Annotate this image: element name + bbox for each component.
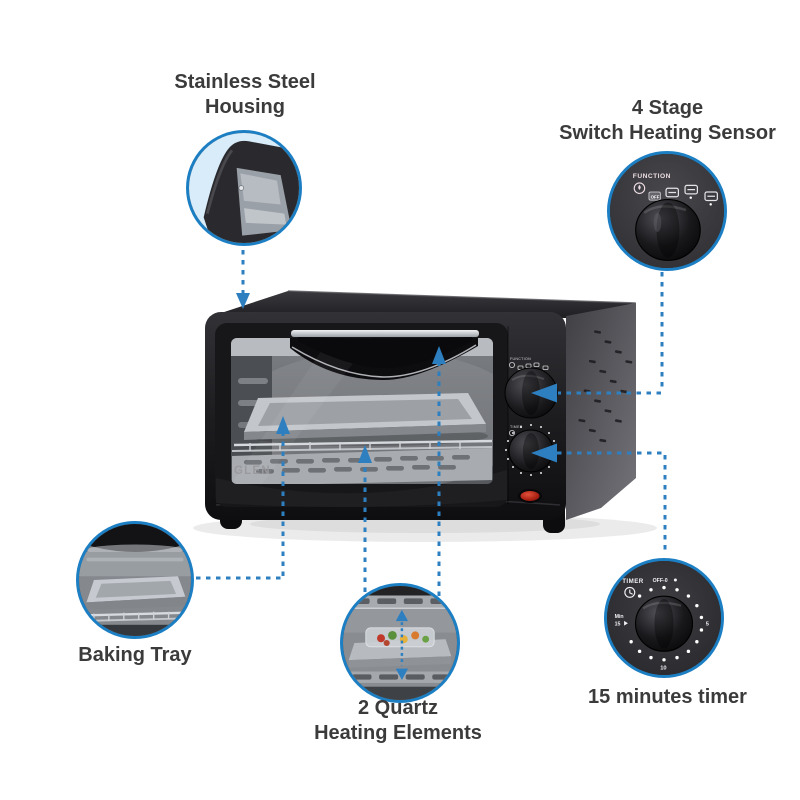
timer-knob-zoom xyxy=(634,595,694,652)
timer-label-text: 15 minutes timer xyxy=(588,686,747,708)
power-indicator-light xyxy=(518,489,542,503)
oven-side-panel xyxy=(566,303,636,520)
timer-min-label: Min xyxy=(615,614,624,620)
panel-timer-label: TIMER xyxy=(510,425,523,429)
sensor-callout-circle: FUNCTION OFF xyxy=(607,151,727,271)
housing-callout-circle xyxy=(186,130,302,246)
off-position-label: OFF xyxy=(651,194,660,199)
quartz-callout-circle xyxy=(340,583,460,703)
bottom-element-arrow-down-icon xyxy=(395,668,409,681)
quartz-label-line1: 2 Quartz xyxy=(357,697,439,719)
timer-callout-circle: TIMER OFF-0 Min 15 5 10 xyxy=(604,558,724,678)
housing-label: Stainless Steel Housing xyxy=(135,70,355,120)
clock-icon xyxy=(624,586,636,598)
function-legend-label: FUNCTION xyxy=(633,173,671,180)
timer-dot-ring xyxy=(629,585,704,662)
oven-door: GLEN xyxy=(215,323,508,507)
housing-label-line2: Housing xyxy=(205,96,285,118)
function-knob-zoom xyxy=(635,199,701,261)
timer-off-label: OFF-0 xyxy=(653,578,668,584)
door-handle xyxy=(291,330,479,337)
tray-callout-circle xyxy=(76,521,194,639)
quartz-label: 2 Quartz Heating Elements xyxy=(292,696,504,746)
sensor-label: 4 Stage Switch Heating Sensor xyxy=(525,96,800,146)
quartz-label-line2: Heating Elements xyxy=(314,722,482,744)
sensor-label-line1: 4 Stage xyxy=(631,97,704,119)
element-pointer-arrows xyxy=(395,609,409,681)
timer-five-label: 5 xyxy=(706,622,709,628)
oven-top-face xyxy=(212,291,636,318)
timer-ten-label: 10 xyxy=(660,665,666,671)
tray-label-text: Baking Tray xyxy=(78,644,192,666)
flame-icon xyxy=(633,182,646,194)
panel-function-label: FUNCTION xyxy=(510,357,531,361)
timer-max-label: 15 xyxy=(615,622,621,628)
housing-screw xyxy=(238,185,245,191)
brand-logo: GLEN xyxy=(234,465,271,477)
tray-label: Baking Tray xyxy=(35,643,235,668)
housing-label-line1: Stainless Steel xyxy=(174,71,316,93)
sensor-label-line2: Switch Heating Sensor xyxy=(559,122,776,144)
top-element-arrow-up-icon xyxy=(395,609,409,622)
timer-max-pointer-icon xyxy=(624,620,628,626)
timer-legend-label: TIMER xyxy=(622,578,644,585)
function-position-icons: OFF xyxy=(648,184,718,206)
function-knob xyxy=(504,367,558,419)
timer-label: 15 minutes timer xyxy=(550,685,785,710)
